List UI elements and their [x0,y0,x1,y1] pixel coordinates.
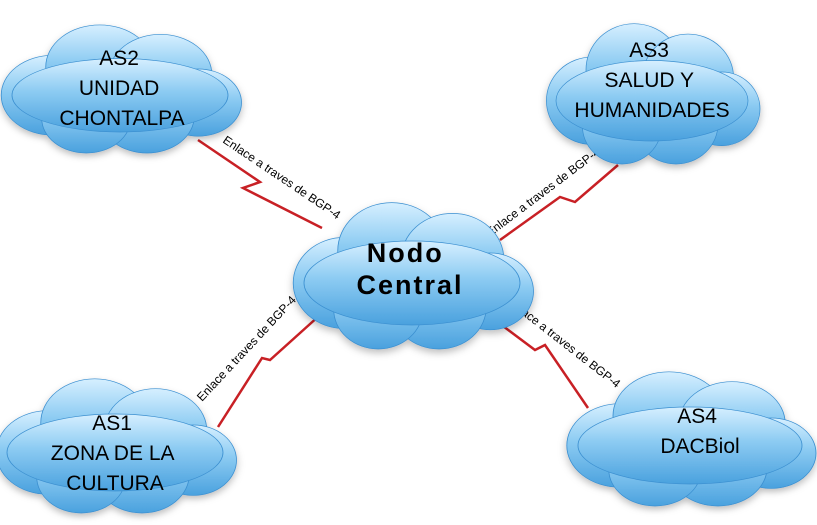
as1-label: AS1 ZONA DE LA CULTURA [51,412,179,495]
as4-label: AS4 DACBiol [660,405,739,458]
central-node-label: Nodo Central [356,238,463,300]
link-central-as1: Enlace a traves de BGP-4 [194,293,321,428]
as3-label: AS3 SALUD Y HUMANIDADES [574,39,729,122]
link-central-as2: Enlace a traves de BGP-4 [197,133,343,230]
link-central-as3: Enlace a traves de BGP-4 [483,145,619,242]
as2-label: AS2 UNIDAD CHONTALPA [59,47,184,130]
